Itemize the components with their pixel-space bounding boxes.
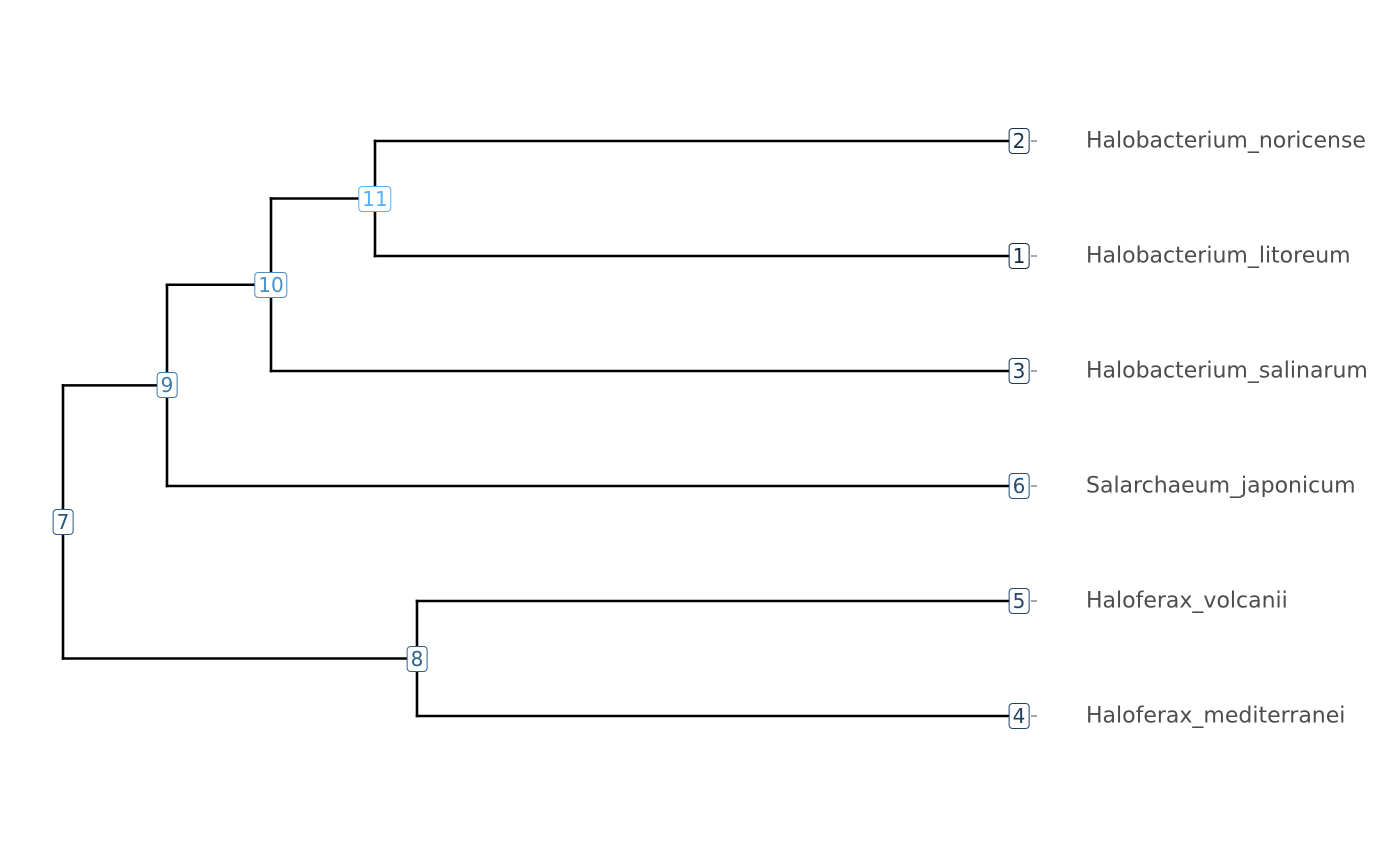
node-label-5: 5	[1008, 588, 1030, 614]
tip-label: Salarchaeum_japonicum	[1086, 473, 1356, 499]
tip-label: Haloferax_volcanii	[1086, 588, 1288, 614]
node-label-7: 7	[52, 508, 74, 535]
node-label-11: 11	[358, 185, 392, 212]
node-label-9: 9	[156, 372, 178, 399]
tip-label: Halobacterium_salinarum	[1086, 358, 1368, 384]
node-label-4: 4	[1008, 703, 1030, 729]
node-label-3: 3	[1008, 358, 1030, 384]
tip-ticks	[1031, 140, 1037, 717]
tip-label: Halobacterium_noricense	[1086, 128, 1366, 154]
node-label-8: 8	[406, 645, 428, 672]
tip-label: Haloferax_mediterranei	[1086, 703, 1346, 729]
node-label-2: 2	[1008, 128, 1030, 154]
tip-label: Halobacterium_litoreum	[1086, 243, 1351, 269]
node-label-10: 10	[254, 271, 288, 298]
tree-edges	[61, 139, 1021, 718]
node-label-1: 1	[1008, 243, 1030, 269]
node-label-6: 6	[1008, 473, 1030, 499]
